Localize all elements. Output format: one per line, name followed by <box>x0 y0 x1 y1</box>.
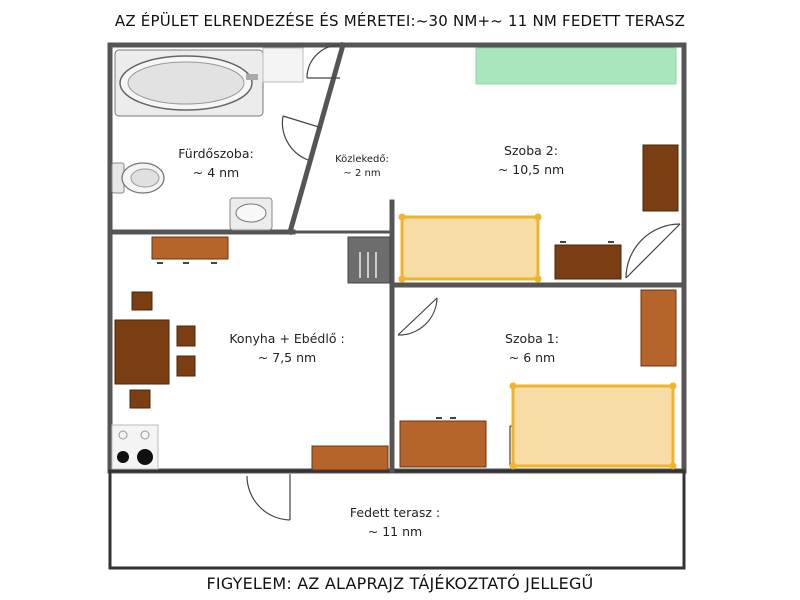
stove <box>111 424 159 470</box>
room2-door <box>625 223 681 279</box>
terrace-name: Fedett terasz : <box>350 505 440 520</box>
room2-area: ~ 10,5 nm <box>498 162 564 177</box>
window-counter <box>475 47 677 85</box>
diagonal-wall <box>286 41 347 236</box>
room1-door <box>397 297 438 336</box>
terrace-outline <box>108 469 686 570</box>
room1-bed <box>509 382 677 470</box>
washbasin <box>229 197 273 231</box>
room2-name: Szoba 2: <box>504 143 558 158</box>
kitchen-name: Konyha + Ebédlő : <box>229 331 344 346</box>
kitchen-counter-bottom <box>311 445 389 471</box>
hallway-area: ~ 2 nm <box>343 168 380 179</box>
bathroom-door <box>306 44 341 79</box>
hallway-door <box>281 115 323 161</box>
room2-dresser <box>554 241 622 280</box>
kitchen-cabinet-top <box>151 236 229 264</box>
bathroom-area: ~ 4 nm <box>193 165 239 180</box>
terrace-door <box>246 474 291 521</box>
radiator <box>347 236 391 284</box>
bathtub <box>114 49 264 117</box>
bath-shelf <box>262 47 304 83</box>
room1-area: ~ 6 nm <box>509 350 555 365</box>
bathroom-name: Fürdőszoba: <box>178 146 253 161</box>
room2-wardrobe <box>642 144 679 212</box>
room1-wardrobe <box>640 289 677 367</box>
toilet <box>111 162 165 194</box>
room2-bed <box>398 213 542 283</box>
room-labels: Fürdőszoba: ~ 4 nm Közlekedő: ~ 2 nm Szo… <box>178 143 564 539</box>
hallway-name: Közlekedő: <box>335 153 389 165</box>
disclaimer-note: FIGYELEM: AZ ALAPRAJZ TÁJÉKOZTATÓ JELLEG… <box>206 574 594 593</box>
dining-table <box>114 291 196 409</box>
plan-title: AZ ÉPÜLET ELRENDEZÉSE ÉS MÉRETEI:~30 NM+… <box>114 12 686 30</box>
room1-dresser <box>399 417 487 468</box>
terrace-area: ~ 11 nm <box>368 524 422 539</box>
walls <box>107 41 687 570</box>
room1-name: Szoba 1: <box>505 331 559 346</box>
kitchen-area: ~ 7,5 nm <box>258 350 316 365</box>
